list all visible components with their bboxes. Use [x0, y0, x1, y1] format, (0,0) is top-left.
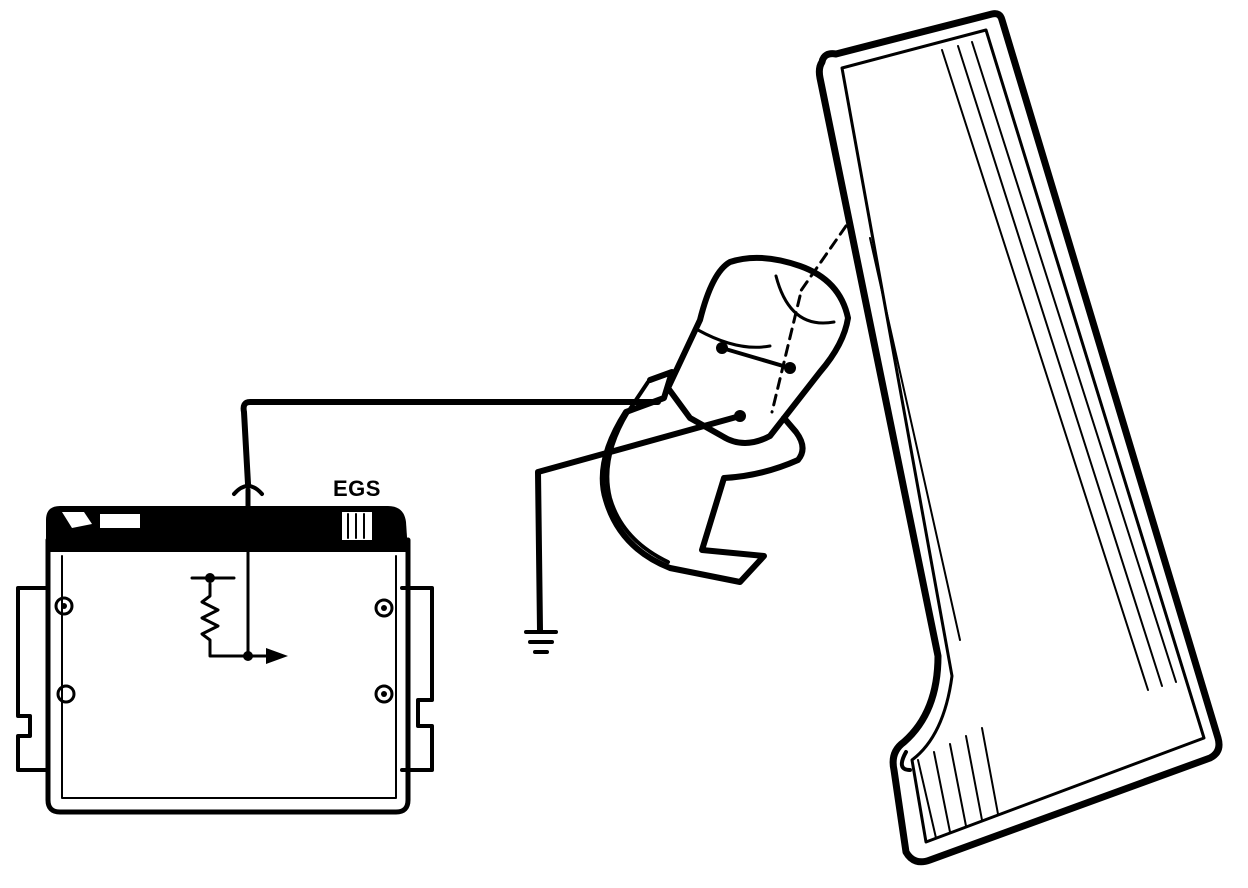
pedal-potentiometer — [599, 224, 851, 585]
ground-symbol — [524, 630, 558, 654]
wiring — [232, 399, 743, 633]
egs-label: EGS — [333, 476, 381, 501]
accelerator-pedal — [815, 10, 1223, 866]
egs-control-unit — [16, 506, 434, 815]
